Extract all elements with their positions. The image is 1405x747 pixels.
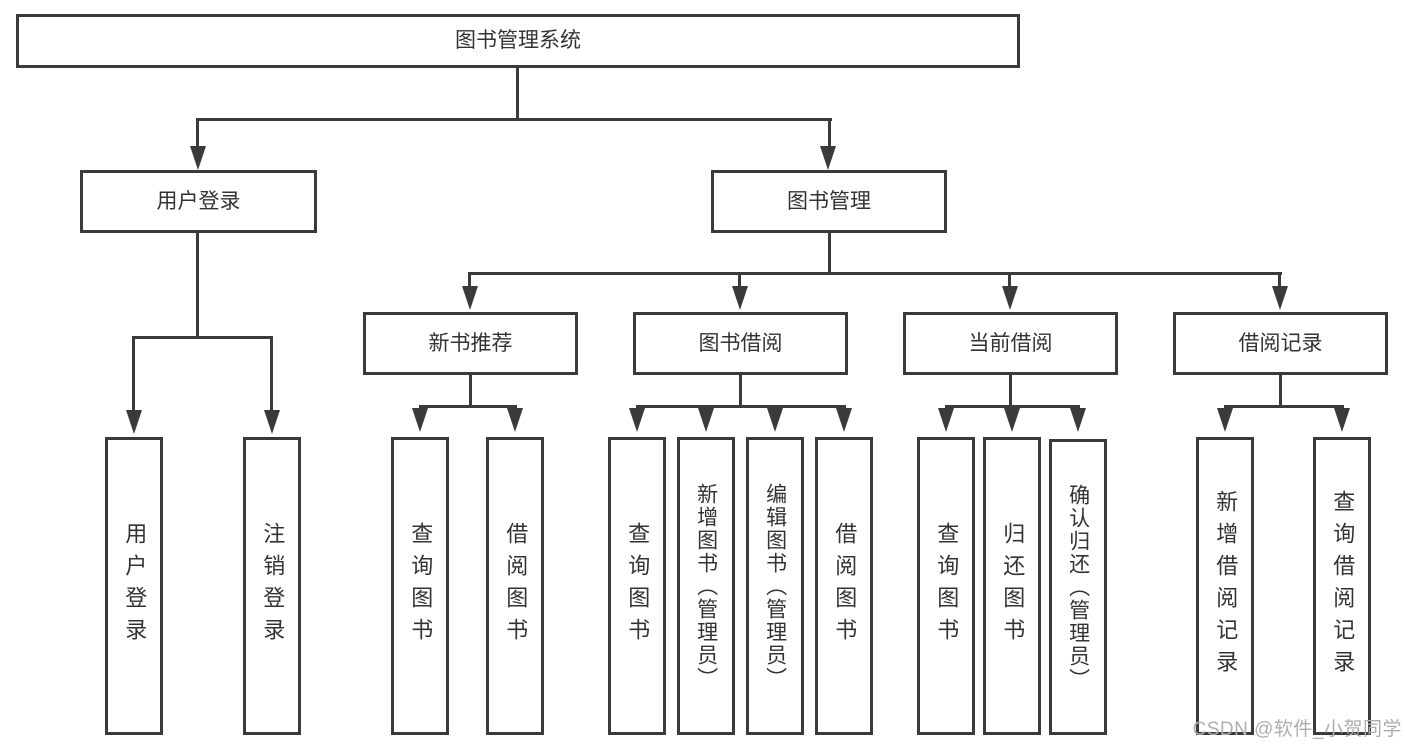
node-br-query-record: 查询借阅记录 [1313,437,1371,735]
edge-nbr-stub [469,375,472,405]
edge-root-left-drop [196,118,199,150]
arrowhead-user-login-leaf [126,410,142,434]
node-br-add-record: 新增借阅记录 [1196,437,1254,735]
arrowhead-bb-add-book [698,408,714,432]
node-current-borrow: 当前借阅 [903,312,1118,375]
edge-bookmgmt-drop-4 [1278,272,1281,288]
node-nbr-query-book: 查询图书 [391,437,449,735]
node-user-login-leaf: 用户登录 [105,437,163,735]
edge-cb-stub [1009,375,1012,405]
csdn-watermark: CSDN @软件_小贺同学 [1192,719,1402,740]
edge-root-right-drop [828,118,831,150]
edge-userlogin-stub [196,233,199,336]
node-borrow-record: 借阅记录 [1173,312,1388,375]
edge-root-hline [196,118,832,121]
node-cb-confirm-return: 确认归还（管理员） [1049,439,1107,735]
edge-bookmgmt-drop-1 [468,272,471,288]
arrowhead-book-management [820,146,836,170]
edge-bb-stub [739,375,742,405]
arrowhead-bb-edit-book [767,408,783,432]
arrowhead-borrow-record [1272,286,1288,310]
edge-userlogin-hline [132,336,273,339]
edge-userlogin-left-drop [132,336,135,412]
node-bb-add-book: 新增图书（管理员） [677,437,735,735]
edge-root-stub [516,68,519,118]
arrowhead-new-book-recommend [462,286,478,310]
arrowhead-current-borrow [1002,286,1018,310]
node-new-book-recommend: 新书推荐 [363,312,578,375]
edge-bookmgmt-hline [468,272,1282,275]
arrowhead-logout-leaf [264,410,280,434]
arrowhead-br-add-record [1217,408,1233,432]
node-cb-return-book: 归还图书 [983,437,1041,735]
arrowhead-cb-query-book [938,408,954,432]
edge-bookmgmt-stub [828,233,831,272]
edge-br-stub [1279,375,1282,405]
arrowhead-nbr-query-book [412,408,428,432]
node-bb-borrow-book: 借阅图书 [815,437,873,735]
node-root: 图书管理系统 [16,14,1020,68]
arrowhead-bb-borrow-book [836,408,852,432]
arrowhead-book-borrow [732,286,748,310]
node-logout-leaf: 注销登录 [243,437,301,735]
arrowhead-user-login [190,146,206,170]
node-book-borrow: 图书借阅 [633,312,848,375]
edge-bookmgmt-drop-3 [1008,272,1011,288]
edge-cb-hline [945,405,1080,408]
node-nbr-borrow-book: 借阅图书 [486,437,544,735]
node-bb-edit-book: 编辑图书（管理员） [746,437,804,735]
edge-userlogin-right-drop [270,336,273,412]
arrowhead-nbr-borrow-book [507,408,523,432]
node-book-management: 图书管理 [711,170,947,233]
edge-br-hline [1224,405,1344,408]
arrowhead-cb-return-book [1004,408,1020,432]
node-bb-query-book: 查询图书 [608,437,666,735]
edge-bb-hline [636,405,846,408]
arrowhead-cb-confirm-return [1070,408,1086,432]
arrowhead-br-query-record [1334,408,1350,432]
node-cb-query-book: 查询图书 [917,437,975,735]
arrowhead-bb-query-book [629,408,645,432]
edge-nbr-hline [419,405,517,408]
node-user-login: 用户登录 [80,170,317,233]
edge-bookmgmt-drop-2 [738,272,741,288]
